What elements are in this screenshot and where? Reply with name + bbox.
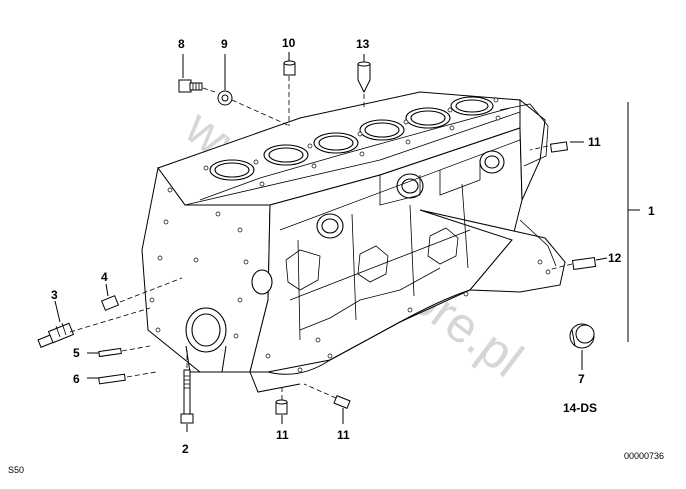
- engine-block: [141, 91, 566, 393]
- leader-lines: [54, 52, 640, 432]
- callout-11-bottom-right: 11: [337, 428, 350, 442]
- callout-11-right: 11: [588, 135, 601, 149]
- part-11-dowel-bottom-left: [275, 399, 288, 415]
- variant-label: 14-DS: [563, 401, 597, 415]
- part-11-dowel-right: [549, 141, 569, 153]
- callout-11-bottom-left: 11: [276, 428, 289, 442]
- callout-3: 3: [51, 288, 58, 302]
- callout-10: 10: [282, 36, 296, 50]
- callout-4: 4: [101, 270, 108, 284]
- part-9-washer: [217, 90, 233, 106]
- part-7-seal: [569, 323, 595, 349]
- part-10-sleeve: [283, 60, 296, 76]
- part-12-sleeve: [571, 256, 597, 271]
- engine-code: S50: [8, 465, 24, 475]
- callout-9: 9: [221, 37, 228, 51]
- callout-12: 12: [608, 251, 622, 265]
- part-5-pin: [98, 347, 122, 358]
- callout-2: 2: [182, 442, 189, 456]
- diagram-number: 00000736: [624, 451, 664, 461]
- callout-13: 13: [356, 37, 370, 51]
- callout-6: 6: [73, 372, 80, 386]
- part-11-dowel-bottom-right: [333, 395, 351, 409]
- part-3-sensor: [37, 322, 75, 348]
- part-6-pin: [98, 373, 126, 385]
- callout-8: 8: [178, 37, 185, 51]
- callout-7: 7: [578, 372, 585, 386]
- part-2-bolt: [180, 369, 194, 424]
- part-4-plug: [100, 295, 120, 311]
- callout-1: 1: [648, 204, 655, 218]
- callout-5: 5: [73, 346, 80, 360]
- part-8-bolt: [178, 79, 203, 93]
- part-13-oil-jet: [357, 61, 371, 94]
